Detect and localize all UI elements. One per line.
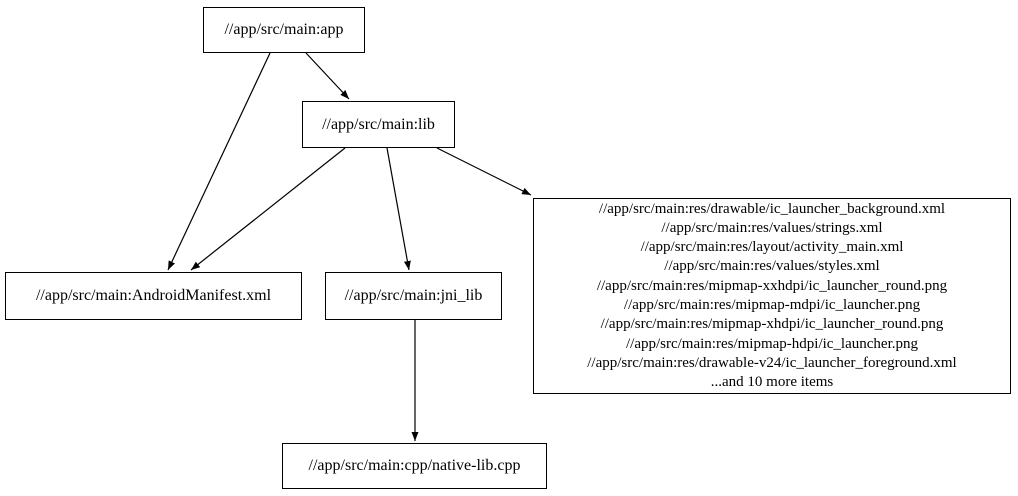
- res-group-line: //app/src/main:res/drawable-v24/ic_launc…: [587, 354, 957, 371]
- node-android-manifest: //app/src/main:AndroidManifest.xml: [5, 272, 302, 320]
- res-group-more-items: ...and 10 more items: [710, 374, 834, 391]
- res-group-line: //app/src/main:res/values/strings.xml: [661, 219, 883, 236]
- node-jni-lib-label: //app/src/main:jni_lib: [344, 287, 483, 304]
- res-group-line: //app/src/main:res/mipmap-xhdpi/ic_launc…: [600, 316, 944, 333]
- node-lib: //app/src/main:lib: [302, 101, 455, 148]
- edge-app-to-lib: [305, 52, 350, 100]
- edge-lib-to-manifest: [190, 147, 346, 271]
- node-jni-lib: //app/src/main:jni_lib: [325, 272, 502, 320]
- edge-app-to-manifest: [167, 52, 271, 271]
- edge-lib-to-jni-lib: [386, 147, 411, 271]
- node-native-lib-cpp: //app/src/main:cpp/native-lib.cpp: [282, 443, 547, 489]
- res-group-line: //app/src/main:res/values/styles.xml: [664, 258, 880, 275]
- res-group-line: //app/src/main:res/mipmap-mdpi/ic_launch…: [623, 297, 921, 313]
- res-group-line: //app/src/main:res/layout/activity_main.…: [640, 239, 904, 256]
- node-lib-label: //app/src/main:lib: [322, 115, 435, 133]
- res-group-line: //app/src/main:res/mipmap-xxhdpi/ic_laun…: [596, 277, 948, 294]
- node-android-manifest-label: //app/src/main:AndroidManifest.xml: [35, 287, 272, 304]
- edge-lib-to-res-group: [436, 147, 532, 196]
- node-app: //app/src/main:app: [203, 7, 365, 53]
- node-native-lib-cpp-label: //app/src/main:cpp/native-lib.cpp: [308, 457, 521, 474]
- node-app-label: //app/src/main:app: [224, 21, 344, 38]
- res-group-line: //app/src/main:res/drawable/ic_launcher_…: [598, 200, 946, 217]
- node-res-group: //app/src/main:res/drawable/ic_launcher_…: [533, 198, 1011, 394]
- res-group-line: //app/src/main:res/mipmap-hdpi/ic_launch…: [625, 335, 918, 352]
